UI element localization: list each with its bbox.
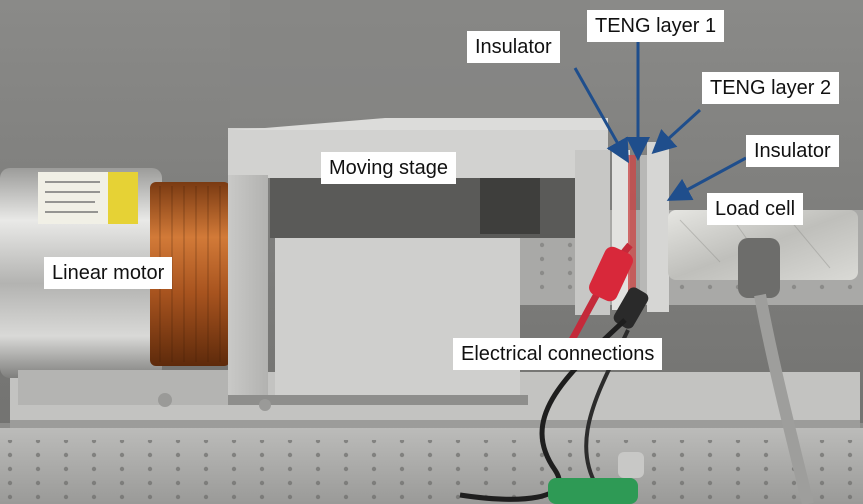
moving-stage-front-block <box>275 238 520 400</box>
label-insulator-left: Insulator <box>467 31 560 63</box>
motor-sticker-warning <box>108 172 138 224</box>
load-cell-cable <box>754 293 814 504</box>
motor-coil <box>150 182 230 366</box>
stage-base-shadow <box>228 395 528 405</box>
insulator-right-plate <box>647 142 669 312</box>
wall-panel <box>230 0 590 130</box>
motor-stand <box>18 370 233 405</box>
teng-layer-2-film <box>640 155 648 305</box>
moving-stage-left-plate <box>228 175 268 400</box>
table-holes <box>0 440 863 504</box>
table-knob <box>618 452 644 478</box>
label-teng-layer-1: TENG layer 1 <box>587 10 725 42</box>
label-load-cell: Load cell <box>707 193 804 225</box>
black-clip <box>613 287 649 329</box>
base-plate-shadow <box>10 420 860 428</box>
label-moving-stage: Moving stage <box>321 152 456 184</box>
label-teng-layer-2: TENG layer 2 <box>702 72 840 104</box>
red-clip <box>589 246 633 302</box>
moving-stage-top-face <box>228 118 608 130</box>
teng-layer-1-film <box>628 155 636 305</box>
label-electrical-connections: Electrical connections <box>453 338 663 370</box>
label-insulator-right: Insulator <box>746 135 839 167</box>
label-linear-motor: Linear motor <box>44 257 173 289</box>
stage-mechanism <box>480 178 540 234</box>
green-clip <box>548 478 638 504</box>
load-cell-connector <box>738 238 780 298</box>
